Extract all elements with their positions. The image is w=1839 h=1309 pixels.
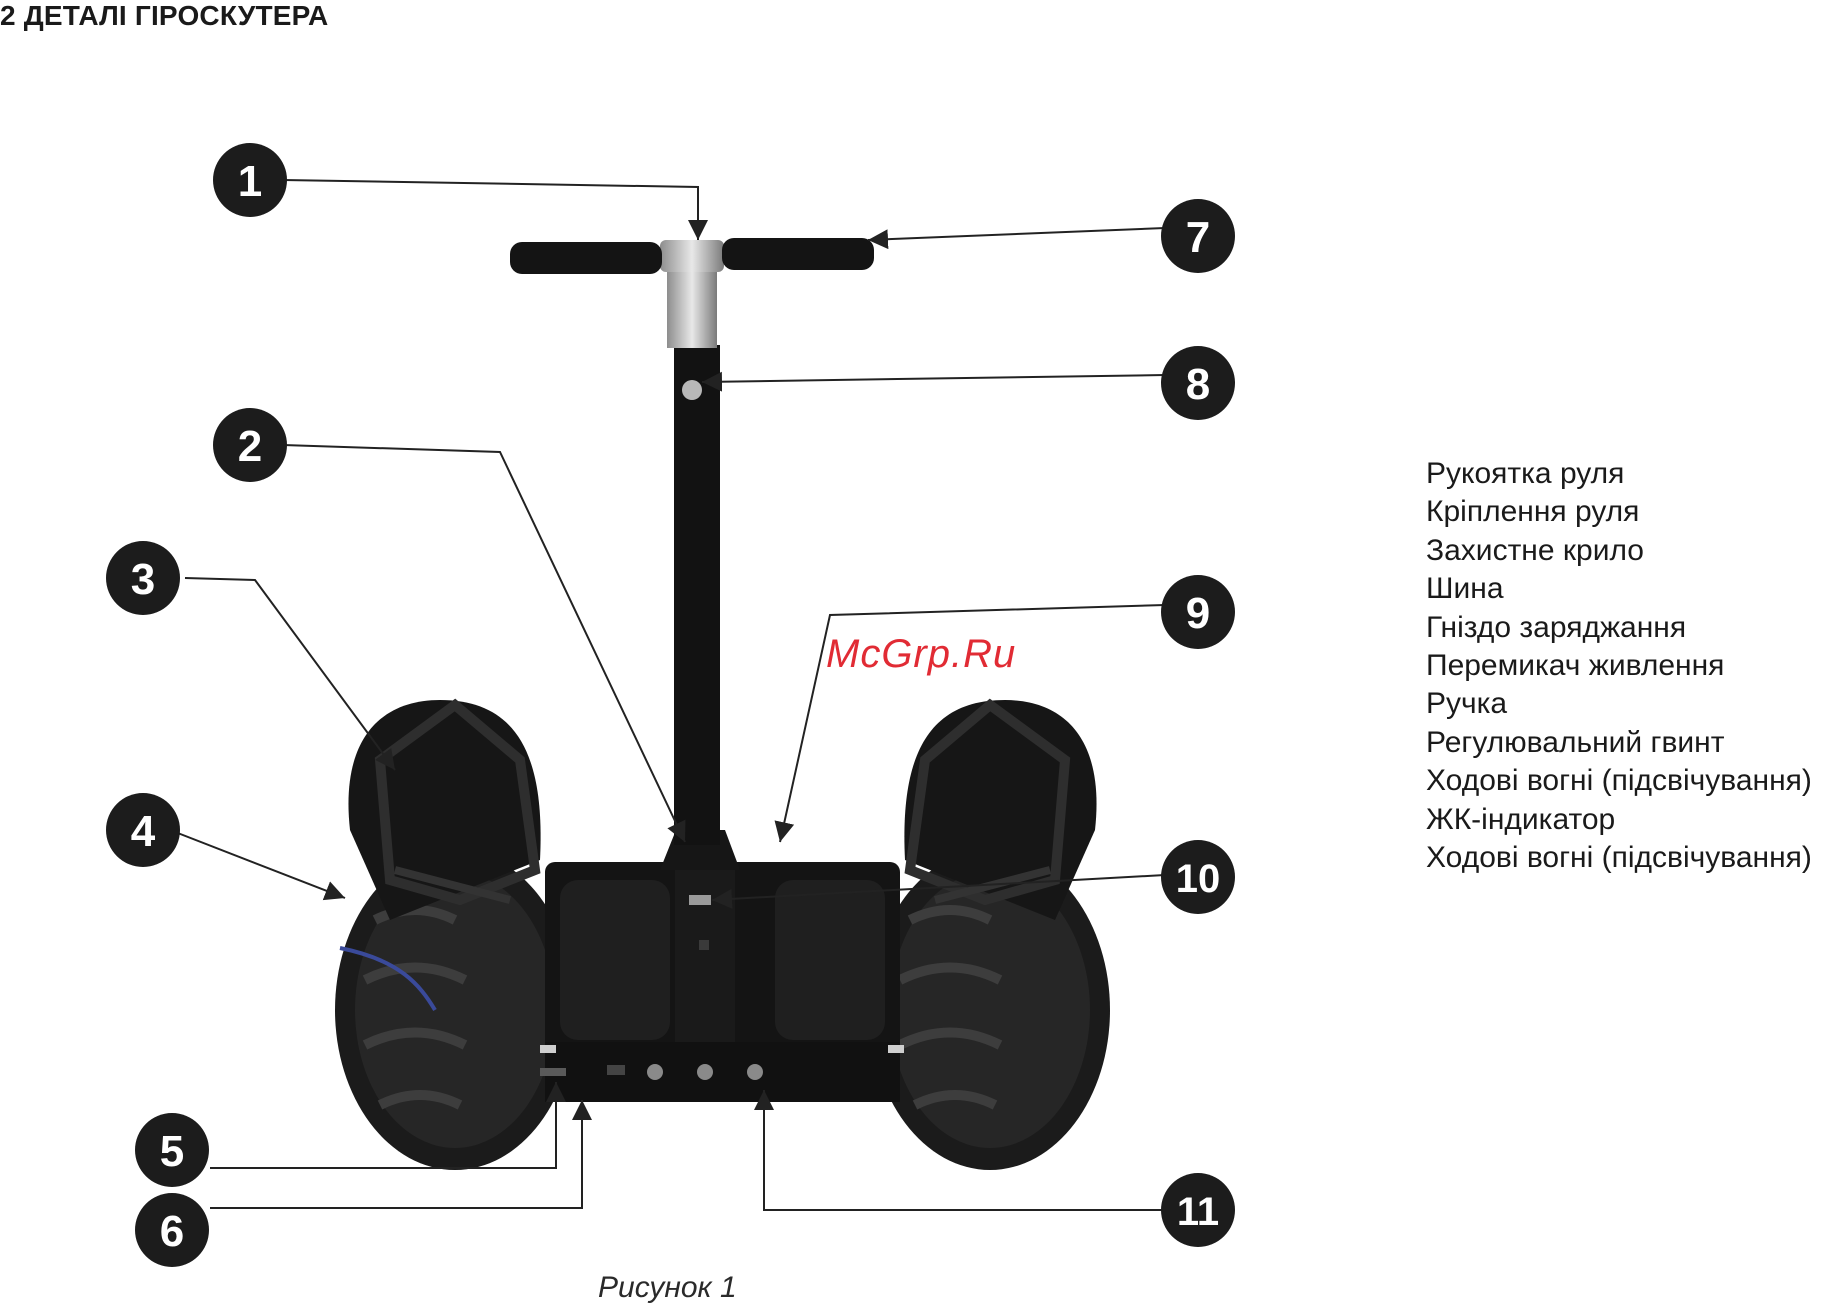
steering-column <box>660 240 740 870</box>
legend-item: Захистне крило <box>1426 532 1812 570</box>
callout-11-label: 11 <box>1177 1190 1219 1234</box>
legend-item: ЖК-індикатор <box>1426 801 1812 839</box>
legend-item: Ручка <box>1426 685 1812 723</box>
legend-item: Ходові вогні (підсвічування) <box>1426 839 1812 877</box>
platform <box>540 860 904 1102</box>
figure-caption: Рисунок 1 <box>598 1271 737 1305</box>
legend-item: Шина <box>1426 570 1812 608</box>
callout-1-label: 1 <box>238 157 262 206</box>
callout-2: 2 <box>213 408 287 482</box>
legend-item: Регулювальний гвинт <box>1426 724 1812 762</box>
leader-line-7 <box>868 228 1165 240</box>
callout-10-label: 10 <box>1176 857 1221 901</box>
callout-9: 9 <box>1161 575 1235 649</box>
callout-3-label: 3 <box>131 555 155 604</box>
leader-line-4 <box>170 830 345 898</box>
callout-8-label: 8 <box>1186 360 1210 409</box>
callout-4-label: 4 <box>131 807 156 856</box>
callout-5: 5 <box>135 1113 209 1187</box>
legend-item: Рукоятка руля <box>1426 455 1812 493</box>
callout-6: 6 <box>135 1193 209 1267</box>
legend-item: Ходові вогні (підсвічування) <box>1426 762 1812 800</box>
callout-9-label: 9 <box>1186 589 1210 638</box>
callout-5-label: 5 <box>160 1127 184 1176</box>
callout-11: 11 <box>1161 1173 1235 1247</box>
watermark: McGrp.Ru <box>826 632 1016 677</box>
callout-2-label: 2 <box>238 422 262 471</box>
leader-line-1 <box>283 180 698 240</box>
callout-7-label: 7 <box>1186 213 1210 262</box>
callout-8: 8 <box>1161 346 1235 420</box>
legend-item: Перемикач живлення <box>1426 647 1812 685</box>
callout-1: 1 <box>213 143 287 217</box>
callout-10: 10 <box>1161 840 1235 914</box>
callout-7: 7 <box>1161 199 1235 273</box>
callout-3: 3 <box>106 541 180 615</box>
legend-item: Гніздо заряджання <box>1426 609 1812 647</box>
callout-6-label: 6 <box>160 1207 184 1256</box>
parts-legend: Рукоятка руля Кріплення руля Захистне кр… <box>1426 455 1812 877</box>
callout-4: 4 <box>106 793 180 867</box>
leader-line-8 <box>702 375 1165 382</box>
legend-item: Кріплення руля <box>1426 493 1812 531</box>
